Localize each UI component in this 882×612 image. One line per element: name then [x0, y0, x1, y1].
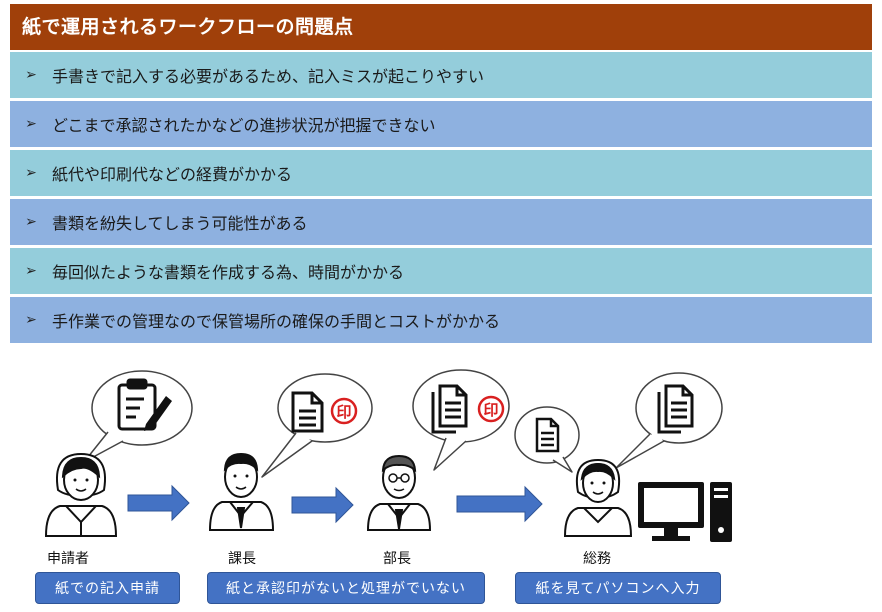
bullet-arrow-icon: ➢	[25, 67, 37, 83]
department-head-avatar-icon	[366, 454, 432, 531]
document-icon	[291, 391, 324, 433]
clipboard-pen-icon	[117, 378, 172, 431]
problem-text: 手書きで記入する必要があるため、記入ミスが起こりやすい	[52, 67, 485, 86]
seal-stamp-icon: 印	[477, 395, 505, 423]
problem-text: 手作業での管理なので保管場所の確保の手間とコストがかかる	[52, 312, 501, 331]
bullet-arrow-icon: ➢	[25, 214, 37, 230]
problem-text: 紙代や印刷代などの経費がかかる	[52, 165, 293, 184]
flow-arrow-1	[127, 484, 190, 522]
problem-row-1: ➢ 手書きで記入する必要があるため、記入ミスが起こりやすい	[10, 52, 872, 98]
flow-arrow-2	[291, 486, 354, 524]
problem-row-3: ➢ 紙代や印刷代などの経費がかかる	[10, 150, 872, 196]
problem-row-2: ➢ どこまで承認されたかなどの進捗状況が把握できない	[10, 101, 872, 147]
problem-row-6: ➢ 手作業での管理なので保管場所の確保の手間とコストがかかる	[10, 297, 872, 343]
bullet-arrow-icon: ➢	[25, 312, 37, 328]
problem-text: どこまで承認されたかなどの進捗状況が把握できない	[52, 116, 436, 135]
workflow-illustration: 印 印	[44, 369, 732, 567]
documents-stack-icon	[657, 384, 694, 434]
flow-arrow-3	[456, 485, 543, 523]
bullet-arrow-icon: ➢	[25, 165, 37, 181]
seal-stamp-icon: 印	[330, 397, 358, 425]
documents-stack-icon	[431, 384, 468, 434]
section-chief-avatar-icon	[208, 452, 275, 531]
problem-text: 毎回似たような書類を作成する為、時間がかかる	[52, 263, 405, 282]
speech-bubble-general-affairs-small	[514, 406, 580, 473]
general-affairs-label: 総務	[583, 551, 611, 567]
applicant-avatar-icon	[44, 452, 118, 537]
problem-text: 書類を紛失してしまう可能性がある	[52, 214, 308, 233]
speech-bubble-section-chief	[261, 373, 373, 478]
problem-row-4: ➢ 書類を紛失してしまう可能性がある	[10, 199, 872, 245]
page-title: 紙で運用されるワークフローの問題点	[10, 4, 872, 50]
section-chief-label: 課長	[228, 551, 256, 567]
step-applicant-button: 紙での記入申請	[35, 572, 180, 604]
applicant-label: 申請者	[47, 551, 89, 567]
workflow-diagram: 印 印	[0, 350, 882, 608]
seal-char: 印	[336, 403, 351, 421]
document-icon	[535, 417, 560, 453]
department-head-label: 部長	[383, 551, 411, 567]
problem-row-5: ➢ 毎回似たような書類を作成する為、時間がかかる	[10, 248, 872, 294]
step-input-button: 紙を見てパソコンへ入力	[515, 572, 721, 604]
step-approval-button: 紙と承認印がないと処理がでいない	[207, 572, 485, 604]
seal-char: 印	[483, 401, 498, 419]
computer-icon	[638, 482, 732, 542]
speech-bubble-applicant	[83, 370, 193, 463]
bullet-arrow-icon: ➢	[25, 116, 37, 132]
bullet-arrow-icon: ➢	[25, 263, 37, 279]
general-affairs-avatar-icon	[563, 458, 633, 537]
